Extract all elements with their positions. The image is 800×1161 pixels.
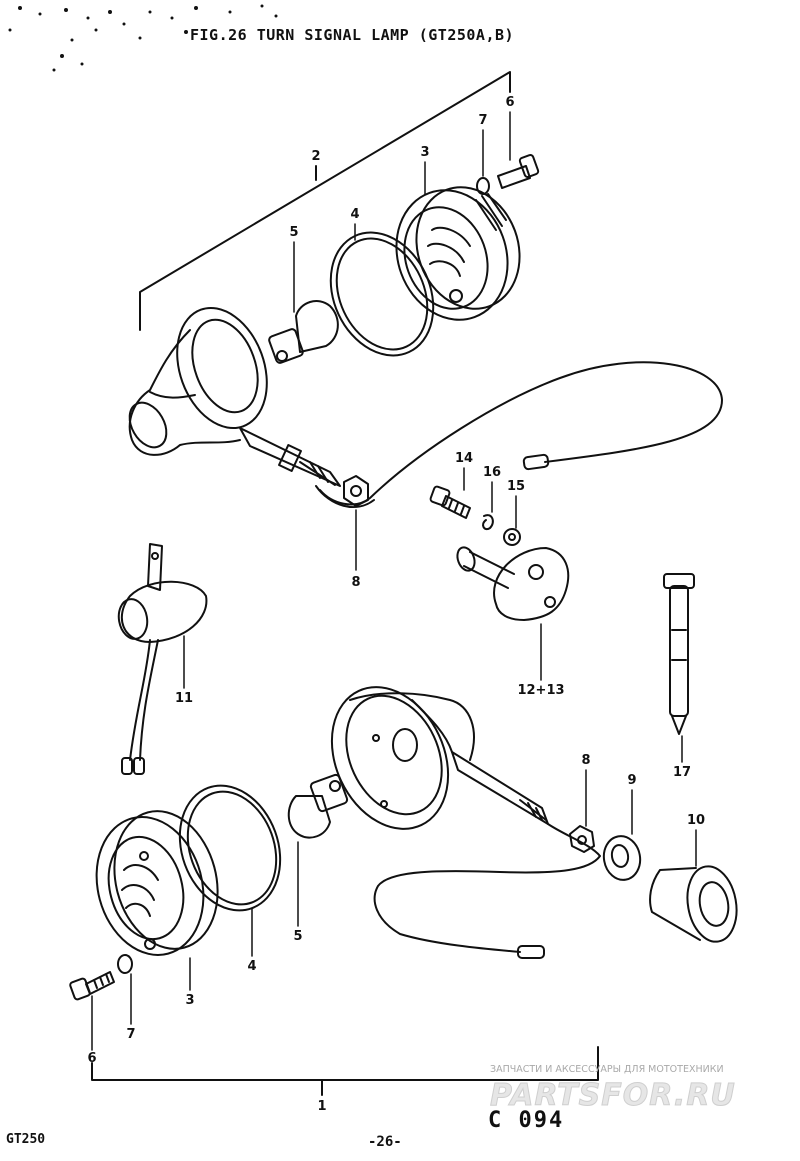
bulb-5-upper (268, 300, 339, 364)
callout-8-upper: 8 (351, 575, 361, 590)
upper-lead-wire (315, 361, 723, 509)
figure-title: FIG.26 TURN SIGNAL LAMP (GT250A,B) (190, 26, 515, 44)
flasher-relay-11 (117, 543, 208, 775)
grommet-10 (649, 865, 738, 943)
callout-1: 1 (317, 1099, 327, 1114)
washer-15 (503, 528, 521, 546)
callout-17: 17 (672, 765, 692, 780)
callout-4-lower: 4 (247, 959, 257, 974)
callout-15: 15 (506, 479, 526, 494)
screw-6-upper (497, 154, 540, 189)
watermark-logo: PARTSFOR.RU (490, 1078, 736, 1114)
callout-4-upper: 4 (350, 207, 360, 222)
callout-5-lower: 5 (293, 929, 303, 944)
callout-10: 10 (686, 813, 706, 828)
washer-16 (482, 514, 494, 530)
lower-lead-wire (373, 823, 601, 959)
callout-8-lower: 8 (581, 753, 591, 768)
lens-3-upper (395, 186, 521, 321)
page-number: -26- (368, 1134, 402, 1150)
callout-7-upper: 7 (478, 113, 488, 128)
bracket-assembly-2 (139, 71, 511, 331)
figure-code: C 094 (488, 1108, 565, 1133)
bulb-5-lower (287, 773, 349, 839)
callout-6-lower: 6 (87, 1051, 97, 1066)
leader-lines (91, 111, 697, 1051)
spacer-17 (663, 573, 695, 735)
callout-11: 11 (174, 691, 194, 706)
callout-16: 16 (482, 465, 502, 480)
washer-9 (602, 835, 642, 881)
callout-14: 14 (454, 451, 474, 466)
mounting-bracket-12-13 (456, 546, 570, 621)
upper-lamp-housing (128, 306, 341, 487)
lower-lamp-housing (330, 686, 549, 830)
callout-3-lower: 3 (185, 993, 195, 1008)
washer-7-lower (117, 954, 133, 974)
screw-14 (429, 485, 471, 519)
callout-7-lower: 7 (126, 1027, 136, 1042)
washer-7-upper (476, 177, 490, 195)
callout-12-13: 12+13 (517, 683, 565, 698)
model-label: GT250 (6, 1132, 46, 1147)
bracket-assembly-1 (91, 1046, 599, 1096)
lens-3-lower (95, 810, 219, 956)
scan-noise (8, 4, 278, 72)
watermark-tagline: ЗАПЧАСТИ И АКСЕССУАРЫ ДЛЯ МОТОТЕХНИКИ (490, 1064, 724, 1075)
screw-6-lower (69, 971, 115, 1001)
callout-9: 9 (627, 773, 637, 788)
gasket-4-upper (329, 231, 435, 357)
callout-2: 2 (311, 149, 321, 164)
callout-5-upper: 5 (289, 225, 299, 240)
callout-3-upper: 3 (420, 145, 430, 160)
callout-6-upper: 6 (505, 95, 515, 110)
